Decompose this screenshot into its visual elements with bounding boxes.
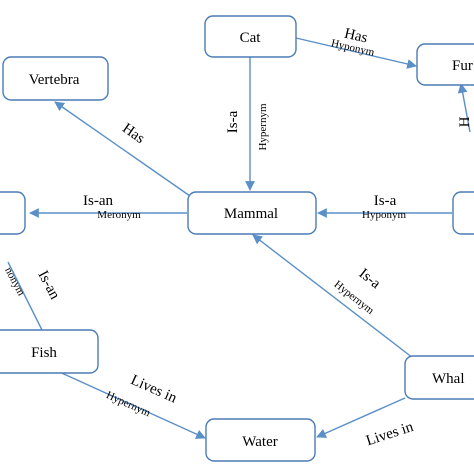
edge-label-mammal-left-main: Is-an bbox=[83, 193, 113, 209]
edge-whale-mammal bbox=[252, 234, 414, 359]
edge-label-mammal-left-sub: Meronym bbox=[97, 209, 141, 221]
edge-label-fur-right-partial-main: H bbox=[457, 116, 473, 127]
node-whale: Whal bbox=[404, 355, 474, 400]
edge-label-right-mammal-sub: Hyponym bbox=[362, 209, 406, 221]
node-fish-label: Fish bbox=[31, 345, 57, 361]
node-mammal-label: Mammal bbox=[224, 206, 278, 222]
node-vertebra-label: Vertebra bbox=[29, 72, 80, 88]
node-cat-label: Cat bbox=[240, 30, 262, 46]
edge-fish-water bbox=[54, 369, 206, 439]
node-water-label: Water bbox=[242, 434, 277, 450]
node-left-partial bbox=[0, 191, 26, 235]
node-whale-label: Whal bbox=[432, 371, 464, 387]
edge-label-whale-mammal-main: Is-a bbox=[356, 266, 384, 293]
edge-whale-water bbox=[316, 397, 406, 438]
edge-label-cat-fur-main: Has bbox=[343, 26, 369, 47]
node-fish: Fish bbox=[0, 329, 99, 374]
node-water: Water bbox=[205, 418, 316, 462]
node-cat: Cat bbox=[204, 15, 297, 58]
edge-fur-right-partial bbox=[457, 83, 471, 133]
edge-fish-left bbox=[7, 261, 43, 331]
edge-mammal-vertebra bbox=[54, 101, 191, 197]
edge-label-cat-mammal-main: Is-a bbox=[225, 110, 241, 133]
node-fur: Fur bbox=[416, 43, 474, 86]
node-vertebra: Vertebra bbox=[2, 56, 109, 101]
node-right-partial bbox=[452, 191, 474, 235]
edge-label-right-mammal-main: Is-a bbox=[374, 193, 397, 209]
edge-label-fish-left-sub: nonym bbox=[2, 265, 27, 298]
edge-label-whale-water-main: Lives in bbox=[364, 419, 416, 449]
node-mammal: Mammal bbox=[187, 191, 317, 235]
edge-label-fish-left-main: Is-an bbox=[34, 268, 62, 302]
edge-cat-fur bbox=[295, 37, 417, 69]
edge-label-cat-mammal-sub: Hypernym bbox=[257, 103, 269, 150]
edge-label-mammal-vertebra-main: Has bbox=[119, 120, 147, 147]
node-fur-label: Fur bbox=[452, 58, 473, 74]
